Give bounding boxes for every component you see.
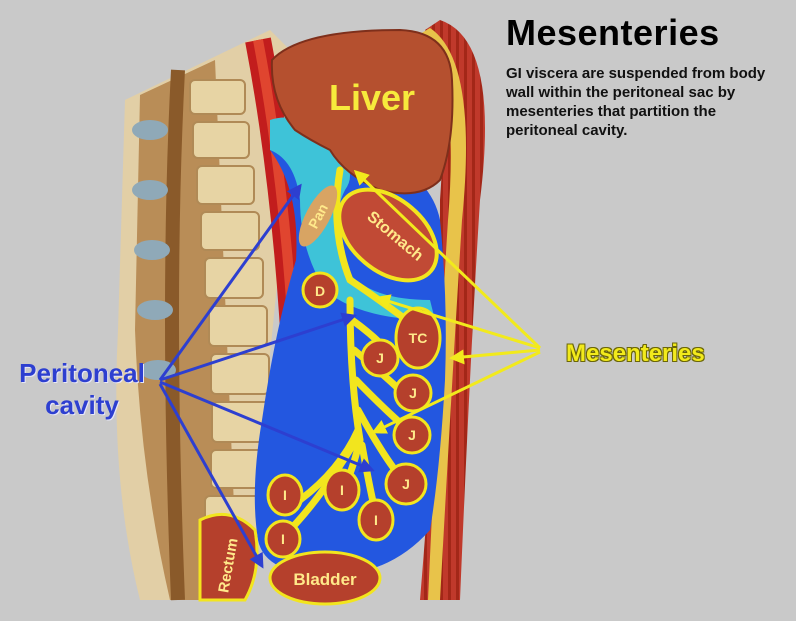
peritoneal-arrow-1	[158, 183, 302, 381]
organs-ileum-label: I	[281, 531, 285, 547]
peritoneal-cavity-label: Peritoneal cavity	[19, 358, 145, 420]
lesser-sac	[270, 117, 435, 320]
organs-ileum-label: I	[340, 482, 344, 498]
jejunum-labels: J J J J	[376, 350, 417, 492]
pancreas-group	[298, 185, 338, 247]
ileum-loops	[264, 468, 395, 559]
organs-ileum-label: I	[283, 487, 287, 503]
peritoneal-arrows	[158, 183, 375, 569]
organs-ileum-label: I	[374, 512, 378, 528]
mesentery-arrow-2	[375, 294, 541, 350]
organs-jejunum-label: J	[409, 385, 417, 401]
organs-jejunum-label: J	[408, 427, 416, 443]
ileum-labels: I I I I	[281, 482, 378, 547]
description-text: GI viscera are suspended from body wall …	[506, 65, 766, 139]
organs-jejunum-label: J	[402, 476, 410, 492]
pancreas	[298, 185, 338, 247]
bladder-label: Bladder	[293, 570, 357, 589]
rectum	[198, 512, 259, 602]
stomach	[337, 187, 439, 283]
mesenteries-label: Mesenteries	[566, 340, 705, 367]
mesentery-arrows	[353, 169, 542, 434]
stomach-group	[337, 187, 439, 283]
peritoneal-arrow-2	[159, 312, 357, 382]
page-title: Mesenteries	[506, 12, 720, 53]
duodenum	[301, 271, 339, 309]
liver	[270, 28, 454, 195]
jejunum-loops	[360, 338, 433, 506]
spinal-cord	[165, 69, 185, 601]
spinous-processes	[132, 120, 176, 380]
mesentery-arrow-3	[449, 348, 541, 365]
transverse-colon	[394, 306, 442, 370]
peritoneal-arrow-3	[159, 380, 375, 473]
organs-jejunum-label: J	[376, 350, 384, 366]
peritoneal-arrow-4	[158, 383, 264, 569]
liver-label: Liver	[329, 77, 415, 118]
bladder	[268, 550, 382, 606]
mesentery-arrow-1	[353, 169, 542, 350]
transverse-colon-label: TC	[409, 330, 428, 346]
mesentery-arrow-4	[371, 350, 541, 434]
duodenum-label: D	[315, 283, 325, 299]
